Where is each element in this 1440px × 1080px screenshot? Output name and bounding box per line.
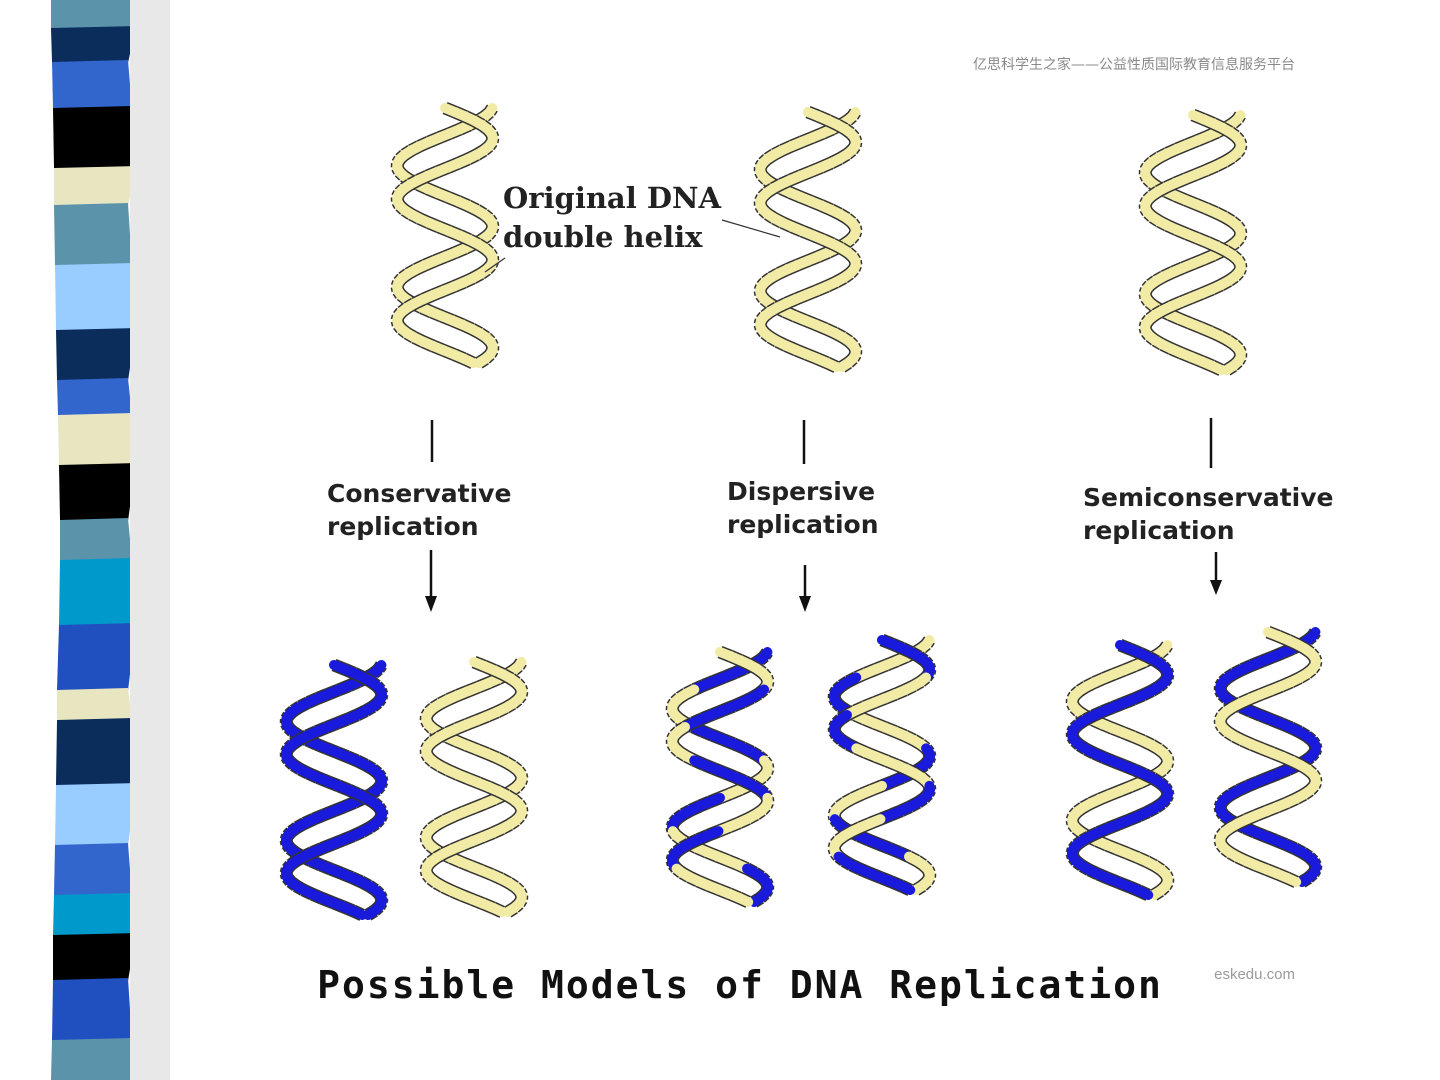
stripe-band: [52, 60, 132, 109]
dispersive-product-1-strand-b: [665, 645, 775, 908]
dispersive-product-2-strand-b: [827, 633, 937, 896]
stripe-band: [54, 166, 136, 206]
dispersive-arrow: [799, 565, 811, 612]
stripe-band: [53, 933, 136, 981]
header-site-text: 亿思科学生之家——公益性质国际教育信息服务平台: [973, 57, 1295, 73]
stripe-band: [57, 378, 132, 416]
conservative-arrow: [425, 550, 437, 612]
stripe-band: [55, 783, 136, 846]
stripe-band: [51, 1038, 136, 1080]
footer-source-text: eskedu.com: [1214, 966, 1295, 983]
stripe-band: [53, 893, 136, 936]
original-pointer-line-left: [484, 257, 506, 273]
conservative-product-new-strand-b: [279, 658, 389, 921]
stripe-band: [52, 978, 132, 1041]
stripe-band: [57, 623, 136, 691]
stripe-band: [51, 26, 136, 63]
stripe-band: [59, 463, 136, 521]
dispersive-label-line2: replication: [727, 510, 879, 539]
stripe-band: [58, 413, 136, 466]
original-helix-conservative-strand-b: [390, 101, 500, 369]
conservative-product-new-strand-a: [279, 660, 389, 921]
diagram-title: Possible Models of DNA Replication: [317, 963, 1163, 1007]
original-label-line2: double helix: [503, 220, 703, 254]
original-pointer-line-right: [721, 219, 781, 238]
original-helix-conservative-strand-a: [390, 103, 500, 369]
decorative-stripe-bar: [0, 0, 170, 1080]
original-label-line1: Original DNA: [503, 181, 721, 215]
conservative-product-old-strand-b: [419, 655, 529, 918]
semiconservative-label-line2: replication: [1083, 516, 1235, 545]
stripe-bar-shadow: [130, 0, 170, 1080]
stripe-band: [53, 106, 136, 169]
semiconservative-product-2-strand-b: [1213, 625, 1323, 888]
stripe-band: [56, 718, 136, 786]
semiconservative-label-line1: Semiconservative: [1083, 483, 1333, 512]
stripe-band: [56, 328, 136, 381]
stripe-band: [60, 518, 132, 561]
stripe-band: [55, 263, 136, 331]
original-helix-semiconservative-strand-b: [1138, 108, 1248, 376]
dispersive-label-line1: Dispersive: [727, 477, 875, 506]
stripe-bar-left-margin: [0, 0, 55, 1080]
stripe-band: [57, 688, 132, 721]
original-helix-dispersive-strand-b: [753, 105, 863, 373]
conservative-label-line1: Conservative: [327, 479, 511, 508]
dispersive-product-2-strand-a: [827, 635, 937, 896]
conservative-label-line2: replication: [327, 512, 479, 541]
stripe-band: [51, 0, 136, 29]
semiconservative-arrow: [1210, 552, 1222, 595]
stripe-band: [54, 203, 132, 266]
stripe-band: [59, 558, 136, 626]
semiconservative-product-1-strand-b: [1065, 638, 1175, 901]
original-helix-dispersive-strand-a: [753, 107, 863, 373]
stripe-band: [54, 843, 132, 896]
